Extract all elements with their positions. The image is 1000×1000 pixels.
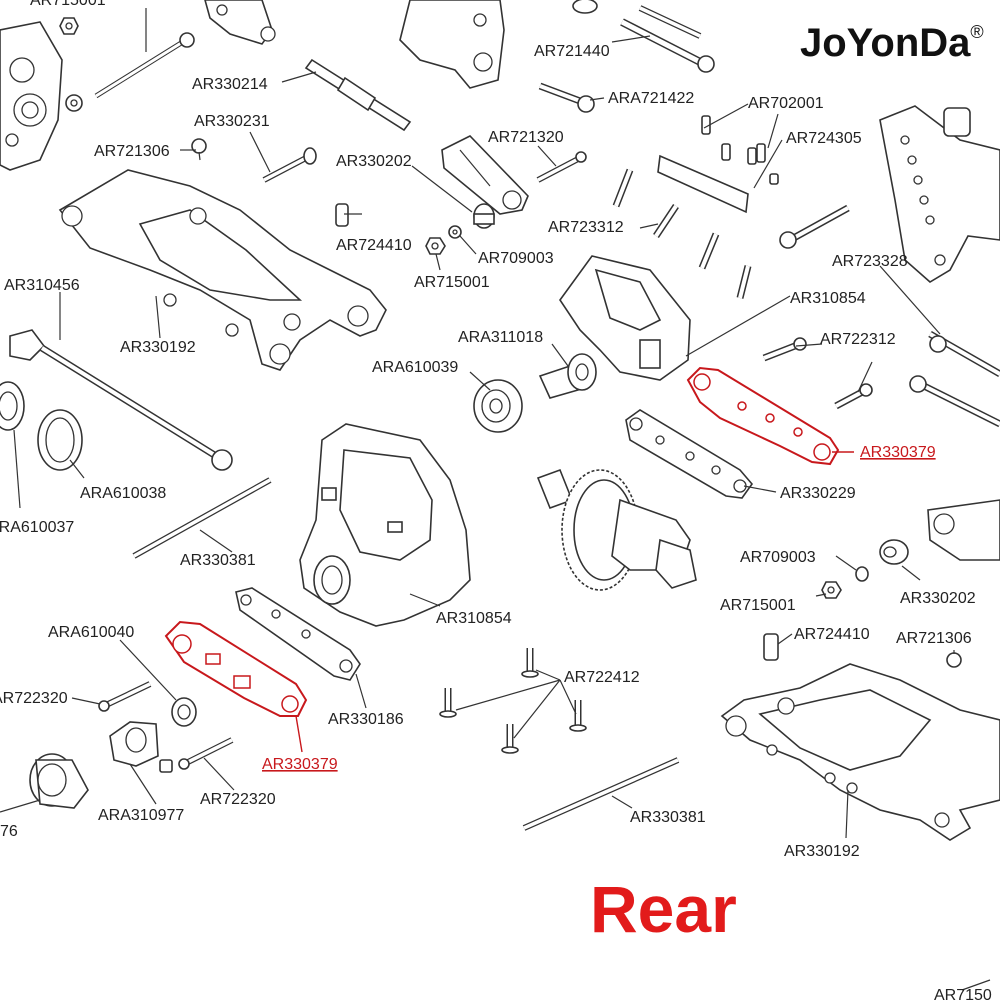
shock-tower-part [879, 105, 1000, 283]
part-label: ARA610039 [372, 359, 458, 376]
part-label: AR721306 [896, 630, 972, 647]
part-label: AR330214 [192, 76, 268, 93]
brand-logo: JoYonDa® [800, 21, 984, 65]
part-label: AR715001 [720, 597, 796, 614]
bearing-part [0, 381, 25, 431]
outdrive-part [29, 753, 89, 809]
part-label: AR722312 [820, 331, 896, 348]
part-label: AR330229 [780, 485, 856, 502]
bearing-part [171, 697, 197, 727]
pivot-ball-part [879, 539, 909, 565]
rod-end-part [204, 0, 276, 45]
part-label: AR330381 [630, 809, 706, 826]
rear-hub-carrier-part [0, 21, 63, 171]
long-pin-part [522, 757, 680, 831]
part-label: AR709003 [740, 549, 816, 566]
part-label: AR724410 [794, 626, 870, 643]
pin-part [536, 151, 587, 183]
part-label: AR330381 [180, 552, 256, 569]
part-label: AR723328 [832, 253, 908, 270]
hinge-plate-left-part [235, 587, 361, 681]
part-label: AR330231 [194, 113, 270, 130]
part-label: AR715001 [414, 274, 490, 291]
section-title: Rear [590, 872, 737, 946]
small-screw-part [946, 652, 962, 668]
washer-part [65, 94, 83, 112]
screw-part [98, 681, 234, 770]
flat-screws-part [439, 648, 587, 754]
part-label: AR721306 [94, 143, 170, 160]
part-label: AR724410 [336, 237, 412, 254]
lower-arm-left-part [58, 169, 387, 371]
button-screw-part [762, 337, 873, 410]
drive-shaft-part [9, 329, 233, 471]
part-label: AR715001 [30, 0, 106, 9]
part-label: AR330192 [784, 843, 860, 860]
washer-part [448, 225, 462, 239]
leader-lines [0, 8, 991, 991]
shock-mount-part [399, 0, 505, 89]
part-label: ARA310977 [98, 807, 184, 824]
part-label: AR721320 [488, 129, 564, 146]
suspension-brace-right-highlighted-part [686, 366, 840, 466]
part-label: ARA311018 [458, 329, 543, 346]
bolt-part [538, 82, 595, 113]
drive-cup-part [109, 721, 173, 773]
spacer-part [335, 203, 349, 227]
seal-ring-part [37, 409, 83, 471]
nut-part [425, 237, 446, 255]
part-label: ARA721422 [608, 90, 694, 107]
spacer-part [763, 633, 779, 661]
part-label: AR709003 [478, 250, 554, 267]
part-label: AR330202 [336, 153, 412, 170]
turnbuckle-part [304, 58, 412, 132]
part-label-highlighted: AR330379 [860, 444, 936, 461]
long-bolt-part [620, 5, 715, 73]
part-label: AR310854 [436, 610, 512, 627]
part-label: ARA610038 [80, 485, 166, 502]
part-label: AR310854 [790, 290, 866, 307]
long-pin-part [132, 477, 272, 559]
part-label: AR722320 [0, 690, 68, 707]
pinion-gear-part [538, 353, 597, 399]
bearing-part [473, 379, 523, 433]
lower-arm-right-part [720, 663, 1000, 841]
part-label: AR330202 [900, 590, 976, 607]
differential-part [536, 468, 697, 591]
suspension-brace-left-highlighted-part [164, 620, 308, 717]
part-label: 76 [0, 823, 18, 840]
washer-part [855, 566, 869, 582]
part-label: ARA610037 [0, 519, 74, 536]
long-screw-part [779, 204, 1000, 378]
hinge-plate-part [625, 409, 754, 499]
stiffener-plate-part [657, 154, 749, 214]
part-label: AR724305 [786, 130, 862, 147]
drive-shaft-right-part [909, 375, 1000, 428]
part-label: AR702001 [748, 95, 824, 112]
nut-part [821, 581, 842, 599]
part-label: AR310456 [4, 277, 80, 294]
pivot-ball-part [473, 203, 495, 229]
part-label: AR7150 [934, 987, 992, 1000]
screw-part [262, 147, 317, 183]
small-pins-part [701, 115, 779, 185]
part-label: AR722320 [200, 791, 276, 808]
gearbox-housing-top-part [559, 255, 691, 381]
upper-link-right-part [927, 499, 1000, 561]
part-label: ARA610040 [48, 624, 134, 641]
hinge-pin-part [94, 32, 195, 99]
washer-part [572, 0, 598, 14]
part-label-highlighted: AR330379 [262, 756, 338, 773]
upper-link-part [441, 135, 529, 215]
part-label: AR723312 [548, 219, 624, 236]
cap-screws-part [612, 168, 752, 299]
gearbox-housing-main-part [299, 423, 471, 627]
part-label: AR722412 [564, 669, 640, 686]
part-label: AR330186 [328, 711, 404, 728]
part-label: AR721440 [534, 43, 610, 60]
part-label: AR330192 [120, 339, 196, 356]
nut-part [59, 17, 79, 35]
